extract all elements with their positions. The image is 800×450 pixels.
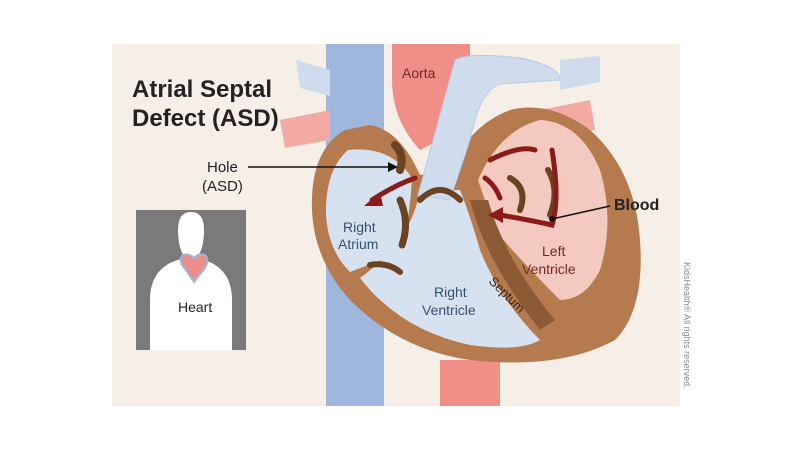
valve-bottom — [367, 261, 403, 275]
hole-leader-arrowhead — [388, 162, 398, 172]
blood-arrow-top — [487, 146, 538, 163]
blood-arrowhead-lv — [488, 207, 503, 223]
artery-lower — [440, 360, 500, 406]
hole-label-line-1: Hole — [207, 159, 238, 176]
valve-right — [417, 187, 463, 203]
pulmonary-artery — [417, 54, 561, 201]
right-atrium-label-line-2: Atrium — [338, 236, 378, 252]
hole-label-line-2: (ASD) — [202, 178, 243, 195]
inset-figure: Heart — [136, 210, 246, 350]
blood-label: Blood — [614, 197, 659, 214]
right-ventricle-label-line-2: Ventricle — [422, 302, 476, 318]
vessel-branch-right-blue — [560, 56, 600, 90]
aorta-label: Aorta — [402, 65, 436, 81]
right-atrium-label-line-1: Right — [343, 219, 376, 235]
inset-body-silhouette — [150, 212, 232, 350]
left-ventricle-label-line-2: Ventricle — [522, 261, 576, 277]
left-ventricle-chamber — [478, 120, 608, 300]
valve-lv — [507, 175, 526, 213]
blood-leader-line — [551, 205, 611, 220]
valve-left — [396, 196, 409, 249]
blood-arrow-lv — [497, 147, 559, 228]
inset-heart-icon — [179, 253, 209, 284]
right-ventricle-label-line-1: Right — [434, 284, 467, 300]
copyright-credit: KidsHealth® All rights reserved. — [682, 262, 692, 389]
blood-arrowhead-ra — [364, 192, 383, 206]
left-ventricle-label-line-1: Left — [542, 243, 565, 259]
inset-heart-label: Heart — [178, 299, 212, 315]
atrial-septum — [391, 141, 406, 174]
title-line-2: Defect (ASD) — [132, 105, 279, 132]
blood-arrow-small — [482, 175, 503, 201]
vessel-branch-left — [296, 60, 330, 96]
title-line-1: Atrial Septal — [132, 76, 272, 103]
blood-leader-dot — [549, 216, 555, 222]
septum-band — [470, 200, 555, 330]
artery-left — [280, 110, 330, 148]
right-atrium-chamber — [325, 149, 412, 272]
right-ventricle-chamber — [360, 190, 540, 348]
